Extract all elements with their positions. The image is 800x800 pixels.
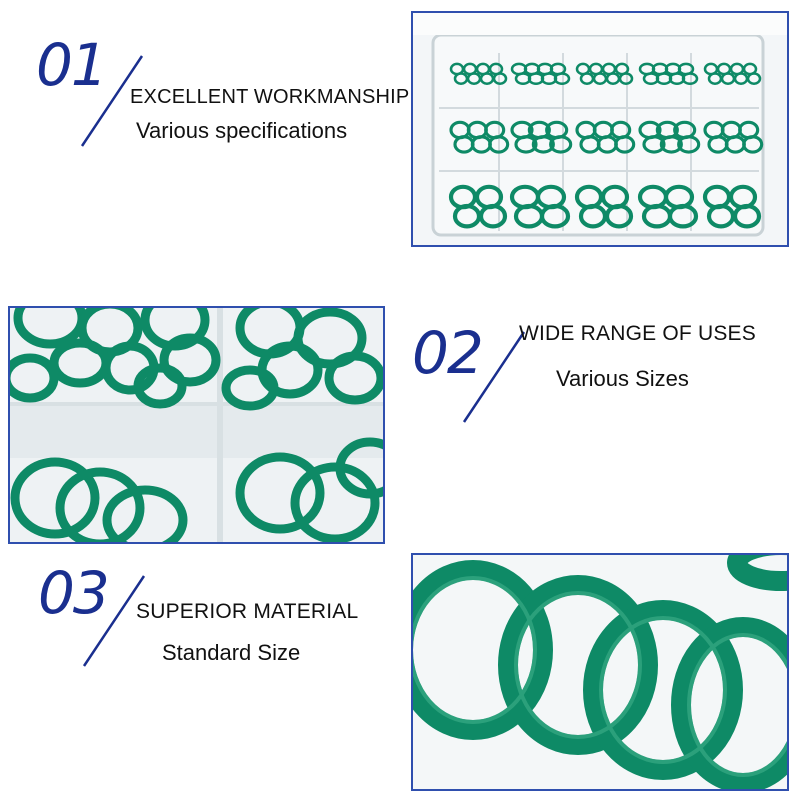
- kit-oring: [488, 135, 510, 154]
- kit-oring: [539, 203, 571, 229]
- kit-oring: [492, 72, 508, 85]
- section-01-slash: [80, 55, 144, 147]
- section-02-heading: WIDE RANGE OF USES: [519, 322, 756, 345]
- section-03-number: 03: [38, 559, 110, 627]
- kit-oring: [614, 135, 636, 154]
- section-02-subheading: Various Sizes: [556, 366, 689, 391]
- section-03-slash: [82, 575, 146, 667]
- section-03-subheading: Standard Size: [162, 640, 301, 665]
- kit-oring: [667, 203, 699, 229]
- section-01-number: 01: [36, 31, 108, 99]
- photo-oring-kit-box: [411, 11, 789, 247]
- kit-oring: [742, 135, 764, 154]
- kit-oring: [681, 72, 699, 85]
- kit-oring: [478, 203, 508, 229]
- section-01-subheading: Various specifications: [136, 118, 348, 143]
- section-03-heading: SUPERIOR MATERIAL: [136, 600, 359, 623]
- section-01-heading: EXCELLENT WORKMANSHIP: [130, 86, 410, 108]
- photo-oring-large-rings: [411, 553, 789, 791]
- kit-oring: [642, 135, 666, 154]
- kit-oring: [549, 135, 573, 154]
- kit-oring: [531, 135, 555, 154]
- kit-oring: [746, 72, 762, 85]
- kit-oring: [732, 203, 762, 229]
- kit-oring: [604, 203, 634, 229]
- kit-oring: [553, 72, 571, 85]
- section-02-slash: [462, 331, 526, 423]
- kit-oring: [618, 72, 634, 85]
- kit-oring: [659, 135, 683, 154]
- photo-oring-closeup-compartments: [8, 306, 385, 544]
- kit-oring: [677, 135, 701, 154]
- kit-oring: [514, 135, 538, 154]
- section-02-number: 02: [412, 319, 484, 387]
